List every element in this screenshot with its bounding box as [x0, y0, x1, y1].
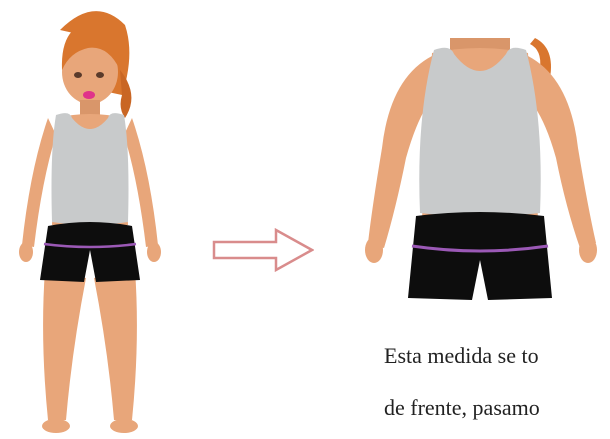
right-arm [522, 56, 596, 248]
hip-measure-line [43, 242, 137, 249]
caption-line-2: de frente, pasamo [384, 395, 540, 420]
left-arm [22, 118, 56, 247]
shorts [408, 212, 552, 300]
shorts [40, 222, 140, 282]
tank-top [51, 113, 129, 225]
right-leg [94, 270, 137, 420]
full-body-figure [19, 11, 161, 433]
head [62, 40, 118, 104]
tank-top [419, 47, 541, 217]
right-arm [124, 118, 158, 247]
zoomed-torso-figure [365, 38, 597, 300]
hair-front [61, 21, 121, 70]
left-leg [43, 270, 86, 420]
caption-line-1: Esta medida se to [384, 343, 539, 368]
hip-measure-line [411, 244, 549, 253]
right-arrow-icon [212, 228, 314, 272]
ponytail [120, 70, 132, 118]
left-arm [368, 56, 438, 248]
mouth [83, 91, 95, 99]
